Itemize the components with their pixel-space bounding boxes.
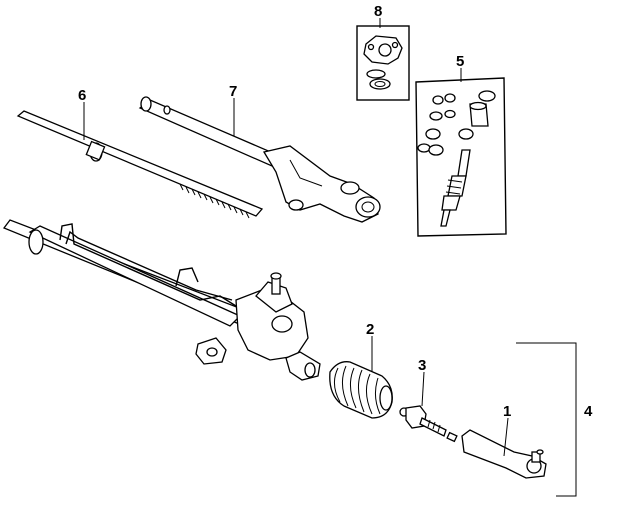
callout-1: 1 (503, 403, 511, 420)
part-1-outer-tie-rod-end (446, 429, 547, 479)
callout-8: 8 (374, 3, 382, 20)
part-2-boot (329, 361, 393, 419)
part-6-rack (16, 110, 264, 219)
part-5-pinion-kit (415, 77, 507, 237)
callout-labels: 8 5 6 7 2 3 1 4 (78, 3, 593, 420)
callout-4: 4 (584, 403, 593, 420)
callout-7: 7 (229, 83, 237, 100)
callout-5: 5 (456, 53, 464, 70)
callout-3: 3 (418, 357, 426, 374)
part-8-valve-housing (356, 25, 410, 101)
main-steering-rack-assembly (2, 219, 321, 381)
leader-lines (83, 18, 577, 497)
part-3-inner-tie-rod (399, 405, 447, 437)
callout-2: 2 (366, 321, 374, 338)
callout-6: 6 (78, 87, 86, 104)
part-7-housing (138, 96, 381, 223)
